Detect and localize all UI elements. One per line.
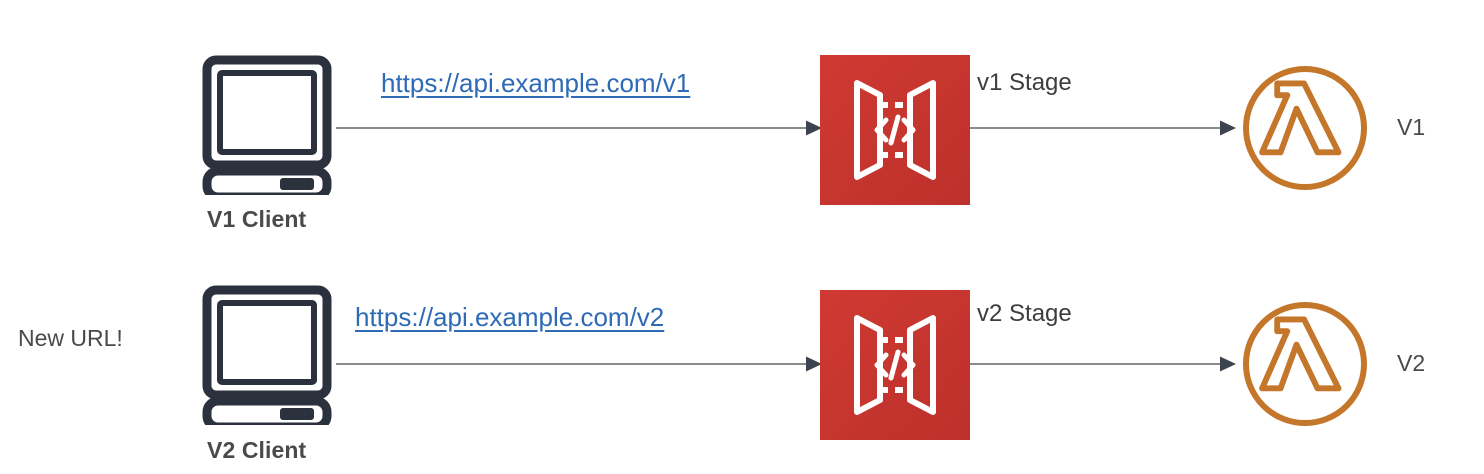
lambda-function-icon: [1243, 66, 1367, 190]
lambda-icon-v1: [1240, 63, 1370, 193]
stage-label-v1: v1 Stage: [977, 69, 1072, 96]
version-label-v2: V2: [1397, 350, 1426, 376]
lambda-function-icon: [1243, 302, 1367, 426]
arrow-gateway-to-lambda-v2: [970, 350, 1238, 378]
version-label-v1: V1: [1397, 114, 1426, 140]
api-gateway-icon-v2: [820, 290, 970, 440]
desktop-computer-icon: [202, 55, 332, 202]
arrow-gateway-to-lambda-v1: [970, 114, 1238, 142]
new-url-annotation: New URL!: [18, 325, 123, 351]
client-label-v2: V2 Client: [207, 437, 307, 463]
api-url-link-v2[interactable]: https://api.example.com/v2: [355, 302, 665, 332]
api-url-link-v1[interactable]: https://api.example.com/v1: [381, 68, 691, 98]
desktop-computer-icon: [202, 285, 332, 432]
arrow-client-to-gateway-v1: [336, 114, 824, 142]
client-computer-icon-v1: [202, 55, 332, 202]
api-gateway-icon: [820, 290, 970, 440]
stage-label-v2: v2 Stage: [977, 300, 1072, 327]
client-label-v1: V1 Client: [207, 206, 307, 232]
client-computer-icon-v2: [202, 285, 332, 432]
api-gateway-icon-v1: [820, 55, 970, 205]
lambda-icon-v2: [1240, 299, 1370, 429]
arrow-client-to-gateway-v2: [336, 350, 824, 378]
api-gateway-icon: [820, 55, 970, 205]
